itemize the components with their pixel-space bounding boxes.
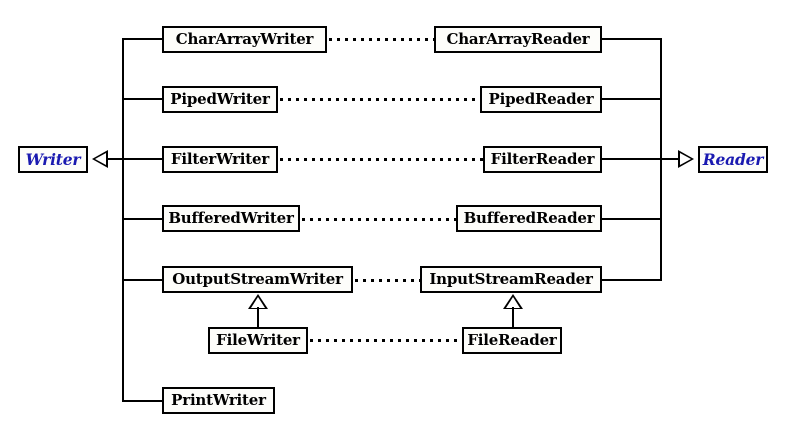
class-box-filterreader[interactable]: FilterReader: [483, 146, 602, 173]
connector-filereader-to-inputstreamreader: [512, 307, 514, 328]
class-label-pipedreader: PipedReader: [488, 90, 594, 108]
association-line-streams: [355, 279, 420, 282]
connector-reader-row-3: [602, 158, 662, 160]
class-box-chararrayreader[interactable]: CharArrayReader: [434, 26, 602, 53]
connector-writer-row-5: [122, 279, 164, 281]
class-box-outputstreamwriter[interactable]: OutputStreamWriter: [162, 266, 353, 293]
class-label-filterreader: FilterReader: [490, 150, 595, 168]
association-line-filter: [280, 158, 483, 161]
class-box-pipedreader[interactable]: PipedReader: [480, 86, 602, 113]
class-label-chararraywriter: CharArrayWriter: [175, 30, 314, 48]
class-box-filterwriter[interactable]: FilterWriter: [162, 146, 278, 173]
class-box-inputstreamreader[interactable]: InputStreamReader: [420, 266, 602, 293]
class-box-bufferedwriter[interactable]: BufferedWriter: [162, 205, 300, 232]
class-box-chararraywriter[interactable]: CharArrayWriter: [162, 26, 327, 53]
class-box-bufferedreader[interactable]: BufferedReader: [456, 205, 602, 232]
generalization-arrowhead-outputstreamwriter-icon: [248, 294, 268, 309]
class-label-writer: Writer: [25, 149, 81, 169]
class-box-filewriter[interactable]: FileWriter: [208, 327, 308, 354]
connector-reader-row-1: [602, 38, 662, 40]
association-line-file: [310, 339, 462, 342]
connector-reader-row-5: [602, 279, 662, 281]
generalization-arrowhead-writer-icon: [92, 150, 108, 168]
class-box-printwriter[interactable]: PrintWriter: [162, 387, 275, 414]
class-box-pipedwriter[interactable]: PipedWriter: [162, 86, 278, 113]
connector-writer-row-2: [122, 98, 164, 100]
class-label-filereader: FileReader: [467, 331, 557, 349]
connector-writer-row-4: [122, 218, 164, 220]
class-label-bufferedreader: BufferedReader: [463, 209, 595, 227]
class-label-inputstreamreader: InputStreamReader: [429, 270, 593, 288]
class-box-reader[interactable]: Reader: [698, 146, 768, 173]
connector-writer-row-1: [122, 38, 164, 40]
connector-reader-row-2: [602, 98, 662, 100]
connector-reader-row-4: [602, 218, 662, 220]
class-label-reader: Reader: [702, 149, 764, 169]
class-label-chararrayreader: CharArrayReader: [446, 30, 590, 48]
generalization-arrowhead-reader-icon: [678, 150, 694, 168]
association-line-chararray: [329, 38, 435, 41]
class-box-filereader[interactable]: FileReader: [462, 327, 562, 354]
connector-filewriter-to-outputstreamwriter: [257, 307, 259, 328]
class-label-pipedwriter: PipedWriter: [170, 90, 270, 108]
connector-writer-row-7: [122, 400, 164, 402]
association-line-piped: [280, 98, 480, 101]
connector-writer-spine: [122, 38, 124, 402]
class-label-filterwriter: FilterWriter: [170, 150, 270, 168]
connector-reader-stub: [662, 158, 680, 160]
generalization-arrowhead-inputstreamreader-icon: [503, 294, 523, 309]
class-label-outputstreamwriter: OutputStreamWriter: [172, 270, 343, 288]
class-box-writer[interactable]: Writer: [18, 146, 88, 173]
class-label-filewriter: FileWriter: [216, 331, 300, 349]
connector-writer-stub: [108, 158, 124, 160]
association-line-buffered: [302, 218, 456, 221]
class-label-printwriter: PrintWriter: [171, 391, 266, 409]
connector-writer-row-3: [122, 158, 164, 160]
class-label-bufferedwriter: BufferedWriter: [168, 209, 294, 227]
